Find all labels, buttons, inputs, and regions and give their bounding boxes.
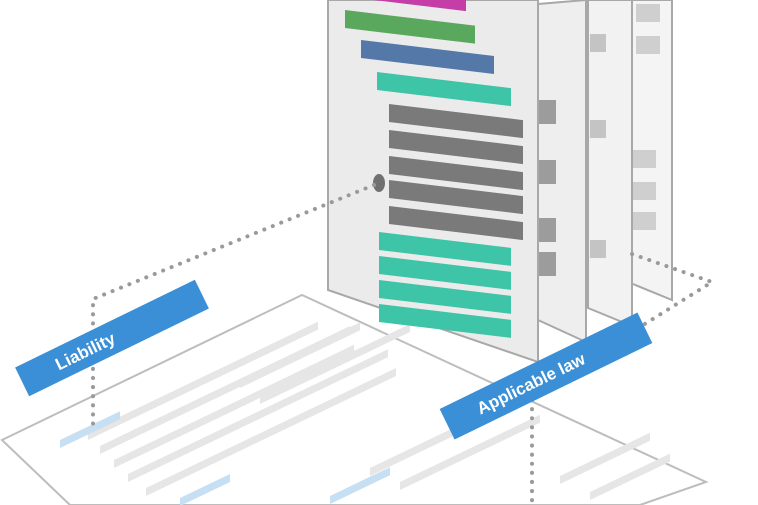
layer-panel-1-tab	[538, 160, 556, 184]
panel-bar	[345, 10, 475, 44]
text-line	[114, 344, 354, 468]
panel-bar	[379, 280, 511, 314]
panel-bar	[373, 0, 466, 12]
layer-panel-3-tab	[632, 182, 656, 200]
highlighted-text-line	[180, 474, 230, 505]
layer-panel-2-tab	[590, 240, 606, 258]
applicable-law-tag-background	[439, 312, 653, 440]
layer-panel-2-tab	[590, 120, 606, 138]
text-line	[88, 321, 318, 440]
text-line	[560, 432, 650, 484]
base-page-text-lines	[60, 321, 670, 505]
highlighted-text-line	[330, 467, 390, 504]
panel-bar	[389, 130, 523, 165]
highlighted-text-line	[60, 411, 120, 448]
connector-anchor-dot	[373, 174, 385, 192]
layer-panel-1	[537, 0, 587, 344]
layer-panel-3-tab	[636, 36, 660, 54]
panel-bar	[361, 40, 494, 74]
front-panel-bars	[345, 0, 523, 338]
layer-panel-3	[627, 0, 673, 302]
layer-panel-1-tab	[538, 218, 556, 242]
base-document-page	[0, 293, 709, 505]
text-line	[240, 322, 360, 388]
panel-bar	[379, 256, 511, 290]
panel-bar	[389, 206, 523, 241]
layer-panel-2-tab	[590, 34, 606, 52]
text-line	[128, 349, 388, 482]
text-line	[590, 453, 670, 500]
layer-panel-2	[587, 0, 633, 328]
panel-bar	[389, 156, 523, 191]
connector-lines	[91, 183, 717, 505]
liability-tag: Liability	[15, 279, 209, 397]
panel-bar	[389, 104, 523, 139]
left-connector	[91, 183, 376, 432]
layer-panel-1-tab	[538, 100, 556, 124]
panel-bar	[377, 72, 511, 107]
text-line	[260, 324, 410, 404]
front-layer-panel	[327, 0, 539, 364]
panel-bar	[389, 180, 523, 215]
layer-panel-3-tab	[636, 4, 660, 22]
text-line	[400, 414, 540, 490]
layer-panel-1-tab	[538, 252, 556, 276]
layer-panel-3-tab	[632, 150, 656, 168]
panel-bar	[379, 304, 511, 338]
right-connector-top	[630, 252, 717, 334]
panel-bar	[379, 232, 511, 266]
layer-panel-3-tab	[632, 212, 656, 230]
text-line	[146, 368, 396, 496]
liability-tag-background	[15, 279, 209, 397]
